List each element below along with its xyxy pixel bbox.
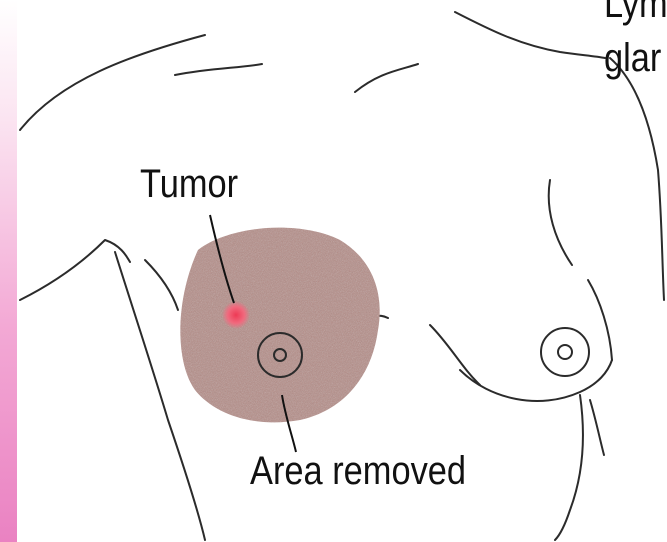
right-side-line — [549, 180, 572, 265]
right-areola — [541, 328, 589, 376]
removed-area-region — [180, 228, 379, 423]
lymph-label-line2: glar — [604, 38, 661, 78]
area-removed-label: Area removed — [250, 451, 466, 491]
right-neck-line — [455, 12, 605, 58]
right-breast-side — [588, 280, 612, 360]
right-torso-line — [555, 395, 583, 540]
left-chest-line — [145, 260, 178, 310]
right-arm-line — [610, 58, 664, 300]
right-underline — [590, 400, 604, 455]
tumor-label: Tumor — [140, 164, 238, 204]
tumor-spot — [222, 301, 250, 329]
left-clavicle-line — [175, 64, 262, 75]
removed-area — [180, 228, 379, 423]
right-clavicle-line — [355, 64, 418, 92]
right-nipple — [558, 345, 572, 359]
left-shoulder-line — [20, 35, 205, 130]
left-arm-upper — [20, 240, 130, 300]
lymph-label-line1: Lym — [604, 0, 667, 24]
right-breast-outline — [460, 360, 612, 401]
right-breast-inner — [430, 325, 480, 385]
